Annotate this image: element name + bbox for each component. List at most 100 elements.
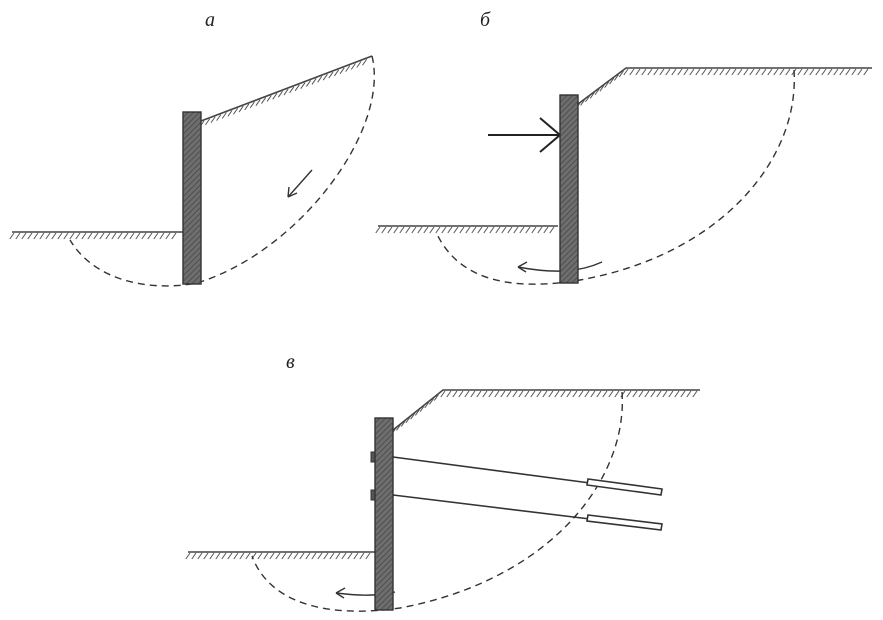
ground-hatch-tick bbox=[359, 552, 365, 560]
ground-hatch-tick bbox=[662, 390, 668, 398]
panel-a-lower-ground-hatch bbox=[9, 232, 177, 240]
ground-hatch-tick bbox=[614, 390, 620, 398]
ground-hatch-tick bbox=[294, 84, 300, 92]
ground-hatch-tick bbox=[185, 552, 191, 560]
ground-hatch-tick bbox=[584, 390, 590, 398]
ground-hatch-tick bbox=[737, 68, 743, 76]
ground-hatch-tick bbox=[75, 232, 81, 240]
ground-hatch-tick bbox=[9, 232, 15, 240]
ground-hatch-tick bbox=[809, 68, 815, 76]
ground-hatch-tick bbox=[683, 68, 689, 76]
ground-hatch-tick bbox=[362, 58, 368, 66]
ground-hatch-tick bbox=[123, 232, 129, 240]
ground-hatch-tick bbox=[210, 116, 216, 124]
panel-b-wall bbox=[559, 94, 579, 284]
panel-c-slip-surface bbox=[251, 391, 623, 612]
ground-hatch-tick bbox=[399, 226, 405, 234]
ground-hatch-tick bbox=[433, 394, 439, 401]
ground-hatch-tick bbox=[596, 390, 602, 398]
panel-c-label: в bbox=[286, 351, 295, 373]
ground-hatch-tick bbox=[585, 95, 591, 103]
ground-hatch-tick bbox=[686, 390, 692, 398]
ground-hatch-tick bbox=[725, 68, 731, 76]
ground-hatch-tick bbox=[525, 226, 531, 234]
panel-c-upper-anchor bbox=[370, 451, 663, 496]
ground-hatch-tick bbox=[323, 552, 329, 560]
ground-hatch-tick bbox=[483, 226, 489, 234]
ground-hatch-tick bbox=[423, 226, 429, 234]
ground-hatch-tick bbox=[221, 112, 227, 119]
ground-hatch-tick bbox=[537, 226, 543, 234]
ground-hatch-tick bbox=[692, 390, 698, 398]
ground-hatch-tick bbox=[159, 232, 165, 240]
ground-hatch-tick bbox=[629, 68, 635, 76]
ground-hatch-tick bbox=[99, 232, 105, 240]
ground-hatch-tick bbox=[63, 232, 69, 240]
ground-hatch-tick bbox=[560, 390, 566, 398]
ground-hatch-tick bbox=[580, 99, 586, 106]
ground-hatch-tick bbox=[549, 226, 555, 234]
ground-hatch-tick bbox=[566, 390, 572, 398]
ground-hatch-tick bbox=[827, 68, 833, 76]
ground-hatch-tick bbox=[414, 409, 420, 416]
ground-hatch-tick bbox=[269, 552, 275, 560]
ground-hatch-tick bbox=[489, 226, 495, 234]
ground-hatch-tick bbox=[33, 232, 39, 240]
ground-hatch-tick bbox=[405, 226, 411, 234]
ground-hatch-tick bbox=[459, 226, 465, 234]
ground-hatch-tick bbox=[531, 226, 537, 234]
ground-hatch-tick bbox=[328, 71, 334, 79]
ground-hatch-tick bbox=[680, 390, 686, 398]
ground-hatch-tick bbox=[275, 552, 281, 560]
ground-hatch-tick bbox=[245, 552, 251, 560]
ground-hatch-tick bbox=[293, 552, 299, 560]
panel-b-support-force-arrow bbox=[488, 117, 562, 153]
ground-hatch-tick bbox=[353, 552, 359, 560]
panel-c: в bbox=[185, 351, 700, 612]
ground-hatch-tick bbox=[165, 232, 171, 240]
ground-hatch-tick bbox=[244, 103, 250, 111]
ground-hatch-tick bbox=[305, 552, 311, 560]
ground-hatch-tick bbox=[171, 232, 177, 240]
ground-hatch-tick bbox=[305, 80, 311, 87]
ground-hatch-tick bbox=[238, 105, 244, 113]
ground-hatch-tick bbox=[749, 68, 755, 76]
ground-hatch-tick bbox=[129, 232, 135, 240]
ground-hatch-tick bbox=[311, 78, 317, 85]
ground-hatch-tick bbox=[773, 68, 779, 76]
ground-hatch-tick bbox=[653, 68, 659, 76]
ground-hatch-tick bbox=[141, 232, 147, 240]
ground-hatch-tick bbox=[287, 552, 293, 560]
ground-hatch-tick bbox=[289, 86, 295, 94]
ground-hatch-tick bbox=[405, 416, 411, 424]
ground-hatch-tick bbox=[608, 390, 614, 398]
ground-hatch-tick bbox=[51, 232, 57, 240]
ground-hatch-tick bbox=[257, 552, 263, 560]
ground-hatch-tick bbox=[233, 552, 239, 560]
ground-hatch-tick bbox=[815, 68, 821, 76]
ground-hatch-tick bbox=[767, 68, 773, 76]
ground-hatch-tick bbox=[719, 68, 725, 76]
ground-hatch-tick bbox=[554, 390, 560, 398]
ground-hatch-tick bbox=[317, 552, 323, 560]
ground-hatch-tick bbox=[695, 68, 701, 76]
ground-hatch-tick bbox=[111, 232, 117, 240]
ground-hatch-tick bbox=[375, 226, 381, 234]
ground-hatch-tick bbox=[465, 226, 471, 234]
ground-hatch-tick bbox=[452, 390, 458, 398]
ground-hatch-tick bbox=[411, 226, 417, 234]
ground-hatch-tick bbox=[429, 226, 435, 234]
ground-hatch-tick bbox=[543, 226, 549, 234]
ground-hatch-tick bbox=[227, 110, 233, 117]
ground-hatch-tick bbox=[221, 552, 227, 560]
panel-b-upper-ground bbox=[577, 67, 872, 105]
ground-hatch-tick bbox=[453, 226, 459, 234]
ground-hatch-tick bbox=[191, 552, 197, 560]
ground-hatch-tick bbox=[263, 552, 269, 560]
ground-hatch-tick bbox=[317, 76, 323, 83]
ground-hatch-tick bbox=[300, 82, 306, 89]
panel-b-label: б bbox=[480, 9, 491, 31]
ground-hatch-tick bbox=[542, 390, 548, 398]
ground-hatch-tick bbox=[417, 226, 423, 234]
ground-hatch-tick bbox=[209, 552, 215, 560]
